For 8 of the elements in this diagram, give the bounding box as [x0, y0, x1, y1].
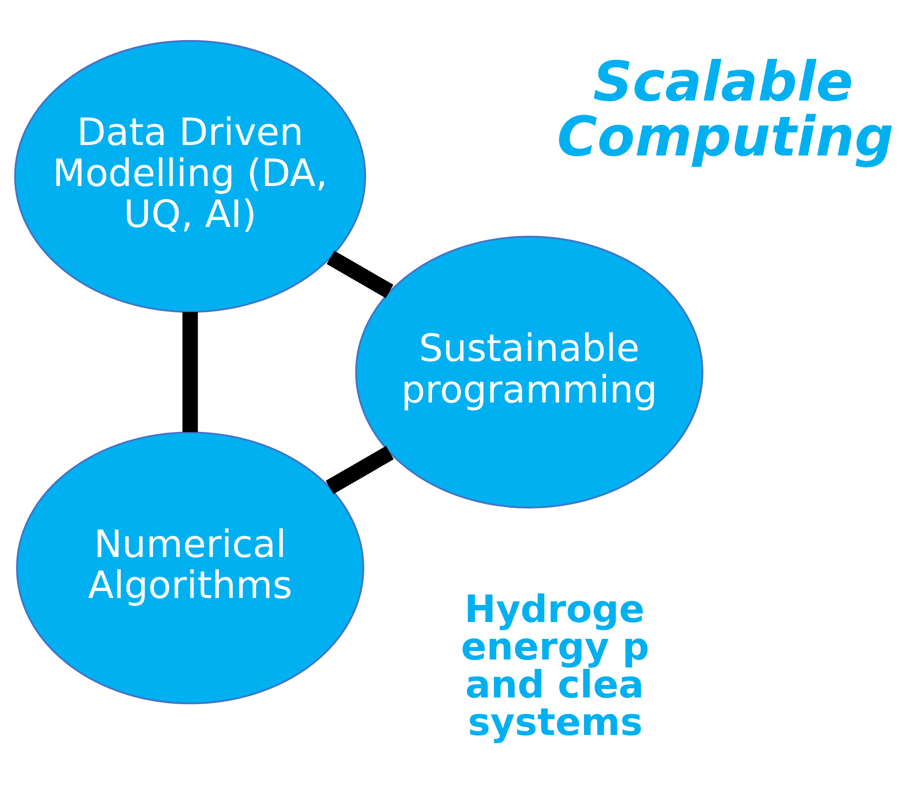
node-ellipse: Data Driven Modelling (DA, UQ, AI): [14, 40, 366, 313]
connector: [326, 446, 394, 494]
node-ellipse: Sustainable programming: [355, 236, 704, 508]
label: Scalable Computing: [557, 49, 894, 168]
connector: [182, 312, 198, 432]
node-ellipse: Numerical Algorithms: [16, 432, 364, 704]
connector: [326, 250, 394, 298]
label: Hydroge energy p and clea systems: [460, 586, 650, 744]
